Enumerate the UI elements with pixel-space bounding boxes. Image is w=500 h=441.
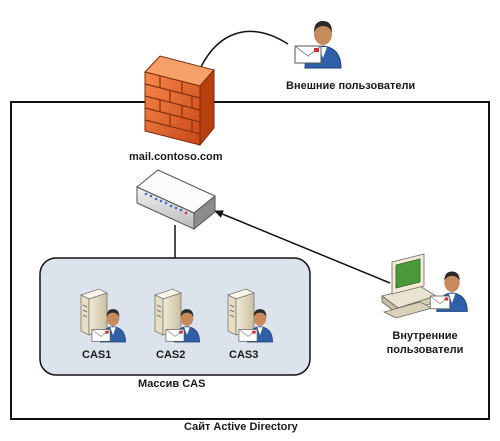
workstation-user-icon — [381, 253, 468, 319]
ad-site-label: Сайт Active Directory — [184, 421, 298, 433]
person-with-mail-icon — [294, 20, 342, 69]
external-connection-arrow — [195, 30, 289, 79]
cas1-label: CAS1 — [82, 349, 112, 361]
cas3-label: CAS3 — [229, 349, 259, 361]
internal-users-label-line2: пользователи — [386, 344, 464, 356]
cas2-label: CAS2 — [156, 349, 186, 361]
internal-users-label-line1: Внутренние — [392, 330, 458, 342]
mail-host-label: mail.contoso.com — [129, 151, 223, 163]
cas-array-label: Массив CAS — [138, 378, 206, 390]
load-balancer-icon — [136, 169, 216, 231]
firewall-icon — [144, 55, 215, 147]
internal-connection-arrow — [214, 210, 391, 284]
ad-site-boundary — [10, 101, 490, 420]
external-users-label: Внешние пользователи — [286, 80, 416, 92]
